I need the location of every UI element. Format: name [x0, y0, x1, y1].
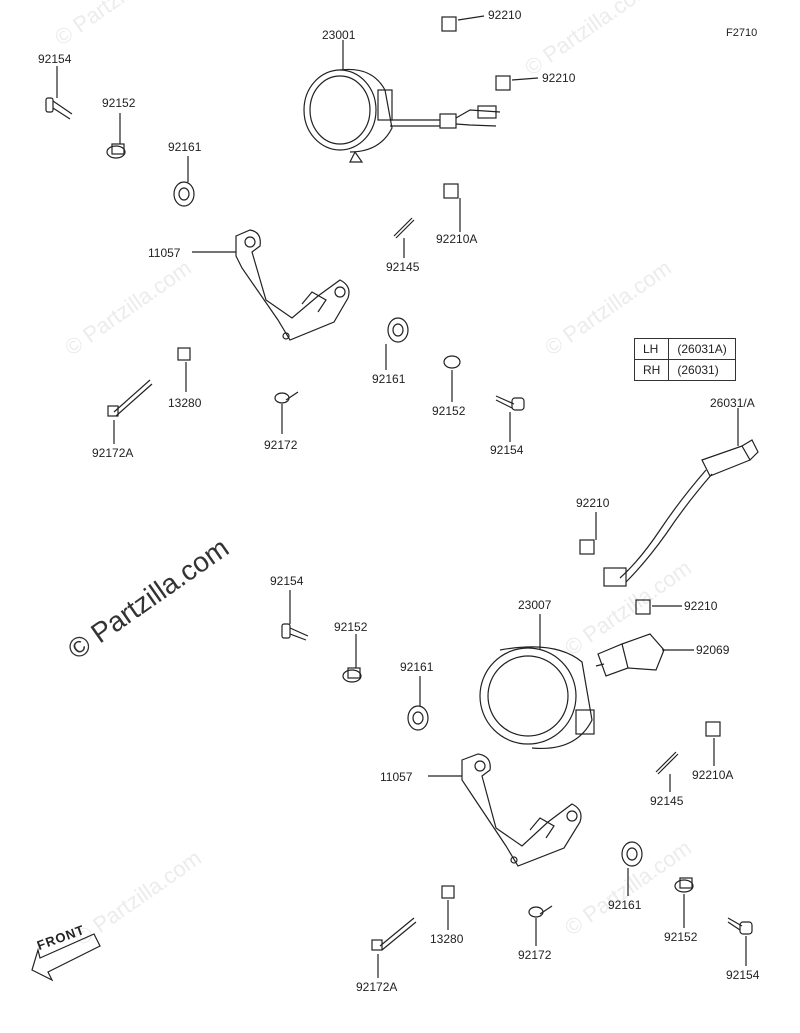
part-label: 13280 — [168, 396, 202, 410]
part-label: 92154 — [270, 574, 304, 588]
clip-13280 — [177, 347, 191, 361]
legend-row: LH (26031A) — [633, 338, 736, 360]
front-arrow-icon — [31, 933, 101, 982]
part-label: 92161 — [168, 140, 202, 154]
bolt-92154 — [495, 395, 525, 411]
part-label: 92210A — [692, 768, 734, 782]
part-label: 92172A — [356, 980, 398, 994]
part-label: 92210 — [684, 599, 718, 613]
screw-92172A — [371, 917, 417, 951]
grommet-92161 — [387, 317, 409, 343]
part-label: 11057 — [380, 770, 413, 784]
part-label: 92210A — [436, 232, 478, 246]
collar-92152 — [342, 667, 362, 683]
clip-92210 — [495, 75, 511, 91]
grommet-92161 — [407, 705, 429, 731]
spring-92145 — [393, 217, 415, 239]
part-label: 92154 — [490, 443, 524, 457]
nut-92210A — [705, 721, 721, 737]
part-label: 92210 — [576, 496, 610, 510]
part-label: 92172A — [92, 446, 134, 460]
clip-92210 — [635, 599, 651, 615]
harness-26031 — [603, 439, 759, 587]
part-label: 92145 — [386, 260, 420, 274]
part-label: 26031/A — [710, 396, 755, 410]
part-label: 92210 — [488, 8, 522, 22]
clip-92210 — [579, 539, 595, 555]
legend-side: LH — [633, 338, 670, 360]
part-label: 92172 — [264, 438, 298, 452]
part-label: 92172 — [518, 948, 552, 962]
part-label: 92161 — [400, 660, 434, 674]
lamp-23001 — [303, 68, 501, 163]
part-label: 11057 — [148, 246, 181, 260]
part-label: 23007 — [518, 598, 552, 612]
part-label: 92069 — [696, 643, 730, 657]
screw-92172 — [528, 905, 553, 918]
bolt-92154 — [45, 97, 73, 120]
lamp-23007 — [479, 646, 595, 750]
grommet-92161 — [173, 181, 195, 207]
nut-92210A — [443, 183, 459, 199]
bracket-11057 — [235, 229, 350, 341]
part-label: 92161 — [372, 372, 406, 386]
clip-92210 — [441, 16, 457, 32]
screw-92172A — [107, 379, 153, 417]
spring-92145 — [655, 751, 679, 775]
part-label: 92161 — [608, 898, 642, 912]
legend-part: (26031A) — [668, 338, 736, 360]
part-label: 23001 — [322, 28, 356, 42]
part-label: 92152 — [432, 404, 466, 418]
legend-side: RH — [633, 359, 670, 381]
part-label: 92152 — [664, 930, 698, 944]
legend-table: LH (26031A) RH (26031) — [633, 338, 736, 381]
bolt-92154 — [727, 917, 753, 935]
bolt-92154 — [281, 623, 309, 641]
collar-92152 — [443, 355, 461, 369]
part-label: 92210 — [542, 71, 576, 85]
part-label: 92152 — [334, 620, 368, 634]
figure-code: F2710 — [726, 27, 758, 39]
part-label: 13280 — [430, 932, 464, 946]
part-label: 92152 — [102, 96, 136, 110]
legend-row: RH (26031) — [633, 359, 736, 381]
legend-part: (26031) — [668, 359, 736, 381]
screw-92172 — [274, 391, 299, 404]
bulb-92069 — [595, 633, 665, 677]
part-label: 92154 — [38, 52, 72, 66]
collar-92152 — [106, 143, 126, 159]
grommet-92161 — [621, 841, 643, 867]
collar-92152 — [674, 877, 694, 893]
clip-13280 — [441, 885, 455, 899]
part-label: 92145 — [650, 794, 684, 808]
part-label: 92154 — [726, 968, 760, 982]
bracket-11057 — [461, 753, 582, 867]
